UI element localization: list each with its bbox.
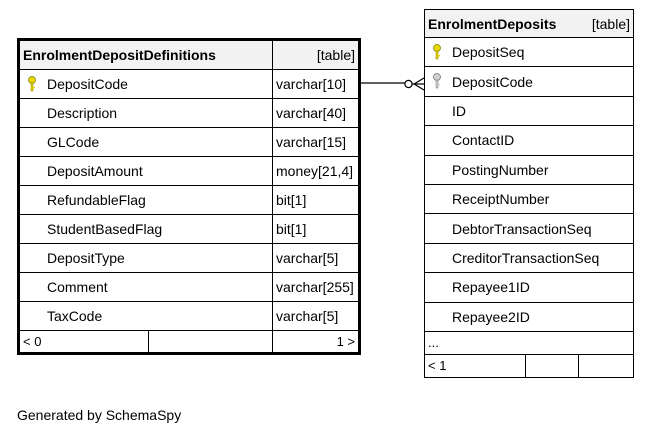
- column-type: bit[1]: [272, 185, 360, 215]
- column-name: DepositType: [18, 243, 273, 273]
- column-type: bit[1]: [272, 214, 360, 244]
- column-name: StudentBasedFlag: [18, 214, 273, 244]
- parent-count[interactable]: < 1: [424, 353, 526, 378]
- column-name: TaxCode: [18, 301, 273, 331]
- table-header: EnrolmentDeposits [table]: [424, 9, 634, 38]
- foreign-key-icon: [433, 73, 441, 89]
- column-type: varchar[5]: [272, 243, 360, 273]
- column-name: CreditorTransactionSeq: [424, 242, 634, 274]
- table-row[interactable]: Repayee2ID: [424, 301, 634, 332]
- table-enrolment-deposit-definitions[interactable]: EnrolmentDepositDefinitions [table] Depo…: [17, 38, 361, 355]
- table-row[interactable]: ReceiptNumber: [424, 183, 634, 215]
- table-row[interactable]: DepositCode: [424, 66, 634, 97]
- table-row[interactable]: DebtorTransactionSeq: [424, 213, 634, 244]
- column-name: DepositSeq: [452, 44, 525, 61]
- table-name: EnrolmentDeposits: [428, 15, 557, 32]
- column-name: ID: [424, 95, 634, 127]
- column-name: DepositCode: [47, 76, 128, 92]
- column-type: varchar[15]: [272, 127, 360, 157]
- child-count[interactable]: 1 >: [272, 330, 360, 354]
- column-name: RefundableFlag: [18, 185, 273, 215]
- parent-count[interactable]: < 0: [20, 331, 149, 352]
- table-type-label: [table]: [591, 15, 630, 32]
- table-row[interactable]: DepositCode varchar[10]: [18, 69, 360, 99]
- table-row[interactable]: ID: [424, 95, 634, 127]
- table-row[interactable]: PostingNumber: [424, 154, 634, 185]
- column-name: PostingNumber: [424, 154, 634, 185]
- column-type: varchar[10]: [272, 69, 360, 99]
- column-name: DepositAmount: [18, 156, 273, 186]
- table-row[interactable]: DepositAmount money[21,4]: [18, 156, 360, 186]
- more-columns-row: ...: [424, 330, 634, 355]
- table-row[interactable]: CreditorTransactionSeq: [424, 242, 634, 274]
- table-enrolment-deposits[interactable]: EnrolmentDeposits [table] DepositSeq Dep…: [424, 9, 634, 378]
- column-name: Description: [18, 98, 273, 128]
- table-row[interactable]: DepositType varchar[5]: [18, 243, 360, 273]
- table-row[interactable]: RefundableFlag bit[1]: [18, 185, 360, 215]
- column-name: Repayee1ID: [424, 272, 634, 303]
- table-row[interactable]: StudentBasedFlag bit[1]: [18, 214, 360, 244]
- table-footer: < 0 1 >: [18, 330, 360, 354]
- generated-by-label: Generated by SchemaSpy: [17, 407, 182, 423]
- table-row[interactable]: Description varchar[40]: [18, 98, 360, 128]
- column-type: money[21,4]: [272, 156, 360, 186]
- table-row[interactable]: DepositSeq: [424, 36, 634, 68]
- table-row[interactable]: TaxCode varchar[5]: [18, 301, 360, 331]
- table-row[interactable]: Comment varchar[255]: [18, 272, 360, 302]
- table-type-label: [table]: [272, 39, 360, 70]
- table-name: EnrolmentDepositDefinitions: [18, 39, 273, 70]
- table-row[interactable]: GLCode varchar[15]: [18, 127, 360, 157]
- column-type: varchar[255]: [272, 272, 360, 302]
- column-name: DepositCode: [452, 73, 533, 90]
- column-name: DebtorTransactionSeq: [424, 213, 634, 244]
- column-type: varchar[5]: [272, 301, 360, 331]
- table-row[interactable]: ContactID: [424, 125, 634, 156]
- column-name: GLCode: [18, 127, 273, 157]
- primary-key-icon: [433, 44, 441, 60]
- table-row[interactable]: Repayee1ID: [424, 272, 634, 303]
- table-header: EnrolmentDepositDefinitions [table]: [18, 39, 360, 70]
- ellipsis-text: ...: [424, 330, 634, 355]
- table-footer: < 1: [424, 353, 634, 378]
- column-name: Comment: [18, 272, 273, 302]
- column-type: varchar[40]: [272, 98, 360, 128]
- column-name: ContactID: [424, 125, 634, 156]
- column-name: Repayee2ID: [424, 301, 634, 332]
- column-name: ReceiptNumber: [424, 183, 634, 215]
- primary-key-icon: [28, 76, 36, 92]
